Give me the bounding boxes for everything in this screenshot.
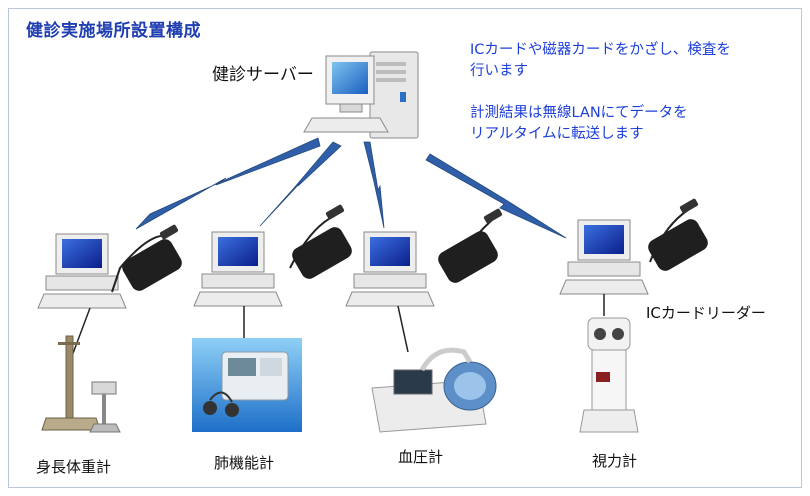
note-line-4: リアルタイムに転送します <box>470 126 644 142</box>
ic-card-reader-3 <box>438 208 503 283</box>
wireless-link-3 <box>363 141 385 229</box>
device-label-spirometer: 肺機能計 <box>214 454 275 472</box>
device-label-height-weight: 身長体重計 <box>36 458 112 476</box>
client-pc-2 <box>193 231 283 307</box>
note-line-3: 計測結果は無線LANにてデータを <box>470 105 688 121</box>
device-label-vision: 視力計 <box>592 452 638 470</box>
note-line-1: ICカードや磁器カードをかざし、検査を <box>470 42 731 58</box>
client-pc-4 <box>559 219 649 295</box>
device-label-blood-pressure: 血圧計 <box>398 448 444 466</box>
note-line-2: 行います <box>470 63 528 79</box>
ic-card-reader-label: ICカードリーダー <box>646 304 766 322</box>
ic-card-reader-1 <box>111 224 182 293</box>
server-label: 健診サーバー <box>212 65 314 85</box>
wireless-link-2 <box>259 141 342 227</box>
client-pc-1 <box>37 233 127 309</box>
spirometer-image <box>192 338 302 432</box>
cable-3 <box>397 305 409 353</box>
height-weight-scale-image <box>41 335 121 433</box>
diagram-title: 健診実施場所設置構成 <box>26 21 201 41</box>
cable-1 <box>71 307 91 357</box>
wireless-link-1 <box>135 137 321 230</box>
wireless-link-4 <box>425 153 567 239</box>
note-ic-card: ICカードや磁器カードをかざし、検査を 行います <box>470 40 731 82</box>
ic-card-reader-4 <box>648 198 708 271</box>
server-computer <box>303 51 419 139</box>
blood-pressure-monitor-image <box>371 347 497 433</box>
client-pc-3 <box>345 231 435 307</box>
vision-tester-image <box>579 317 639 433</box>
ic-card-reader-2 <box>289 204 352 279</box>
note-wireless: 計測結果は無線LANにてデータを リアルタイムに転送します <box>470 103 688 145</box>
